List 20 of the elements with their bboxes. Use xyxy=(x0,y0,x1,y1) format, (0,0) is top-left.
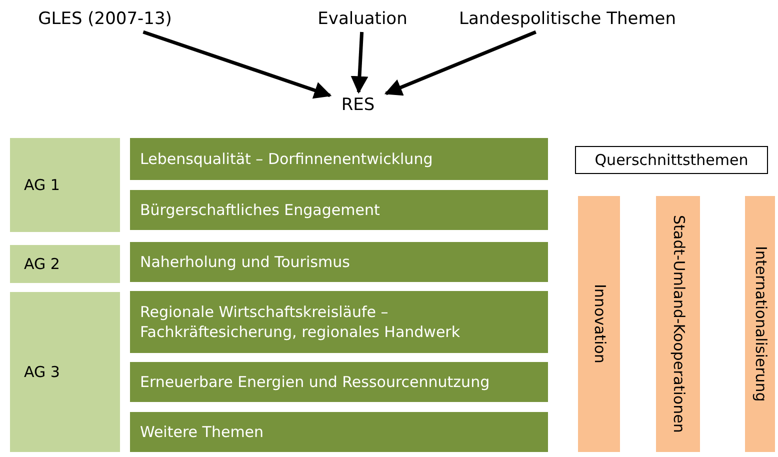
label-text: Landespolitische Themen xyxy=(440,6,695,32)
topic-box: Erneuerbare Energien und Ressourcennutzung xyxy=(130,362,548,402)
topic-box: Weitere Themen xyxy=(130,412,548,452)
theme-bar: Stadt-Umland-Kooperationen xyxy=(656,196,700,452)
label-text: Evaluation xyxy=(305,6,420,32)
arrow xyxy=(350,32,368,94)
label-text: RES xyxy=(330,92,386,118)
theme-bar: Innovation xyxy=(578,196,620,452)
group-box: AG 1 xyxy=(10,138,120,232)
arrow xyxy=(384,30,536,96)
topic-box: Bürgerschaftliches Engagement xyxy=(130,190,548,230)
group-box: AG 3 xyxy=(10,292,120,452)
heading-box: Querschnittsthemen xyxy=(575,146,768,174)
group-box: AG 2 xyxy=(10,245,120,283)
theme-bar: Internationalisierung xyxy=(745,196,775,452)
topic-box: Lebensqualität – Dorfinnenentwicklung xyxy=(130,138,548,180)
topic-box: Regionale Wirtschaftskreisläufe – Fachkräftesicherung, regionales Handwerk xyxy=(130,291,548,353)
label-text: GLES (2007-13) xyxy=(25,6,185,32)
arrow xyxy=(142,30,332,99)
topic-box: Naherholung und Tourismus xyxy=(130,242,548,282)
